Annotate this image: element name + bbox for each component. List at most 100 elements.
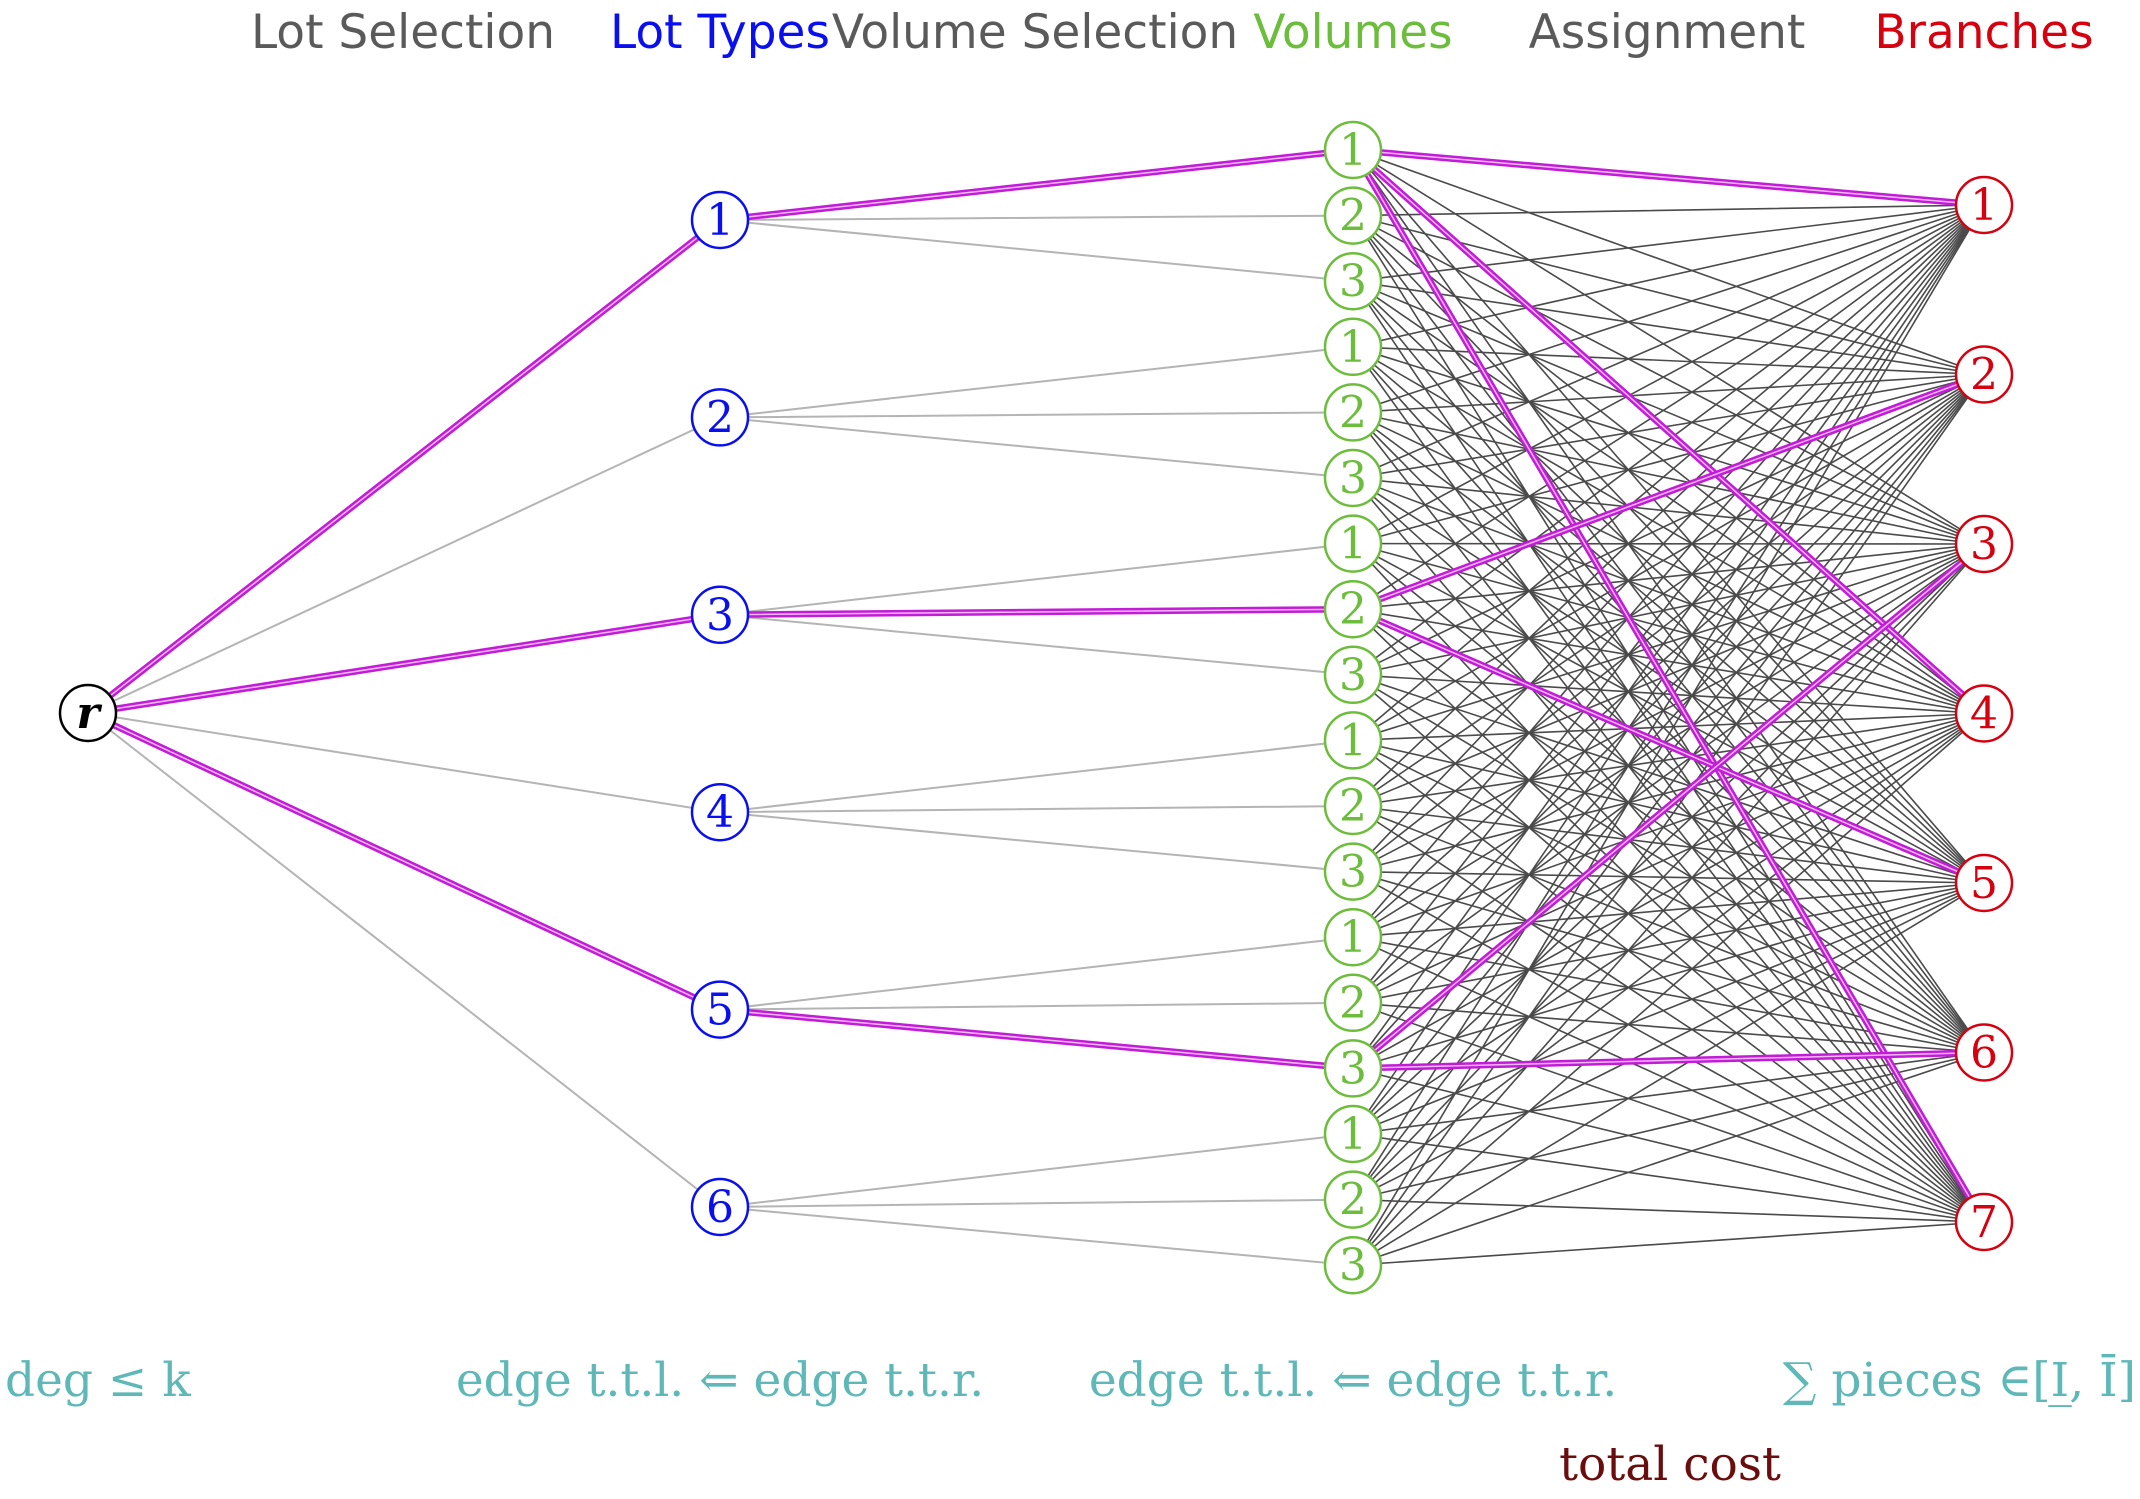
volume-node-label: 2 (1339, 584, 1367, 635)
edge-volume-10-branch-1 (1352, 204, 1985, 742)
edge-volume-8-branch-3 (1352, 543, 1985, 611)
volume-node-circle (1323, 842, 1383, 901)
volume-node: 2 (1323, 186, 1383, 245)
volume-node: 2 (1323, 579, 1383, 639)
edge-volume-12-branch-2 (1352, 373, 1985, 873)
lot-type-node-circle (690, 585, 750, 645)
selected-volume-8-branch-5-core (1352, 608, 1985, 884)
branch-node-circle (1954, 1192, 2014, 1252)
edge-volume-10-branch-6 (1352, 739, 1985, 1054)
selected-root-lot-5-core (87, 712, 721, 1011)
branch-node: 4 (1954, 684, 2014, 743)
header-volume-selection: Volume Selection (832, 5, 1238, 60)
branch-node-label: 4 (1970, 689, 1998, 740)
edge-volume-14-branch-1 (1352, 204, 1985, 1004)
edge-volume-16-branch-6 (1352, 1051, 1985, 1135)
edge-volume-6-branch-7 (1352, 477, 1985, 1223)
edge-volume-13-branch-2 (1352, 373, 1985, 939)
edge-volume-6-branch-3 (1352, 477, 1985, 545)
lot-type-node: 4 (690, 782, 750, 842)
edge-volume-9-branch-1 (1352, 204, 1985, 676)
branch-node-circle (1954, 175, 2014, 235)
branch-node-circle (1954, 853, 2014, 913)
lot-type-node: 1 (690, 190, 750, 250)
edge-volume-14-branch-5 (1352, 882, 1985, 1004)
edge-lot-6-volume-17 (719, 1198, 1354, 1208)
lot-type-node-label: 4 (706, 787, 734, 838)
lot-type-node-label: 2 (706, 392, 734, 443)
volume-node-label: 1 (1339, 912, 1367, 963)
constraint-pieces: ∑ pieces ∈[I̲, Ī] (1783, 1353, 2136, 1408)
edge-volume-12-branch-3 (1352, 543, 1985, 873)
edge-volume-17-branch-2 (1352, 373, 1985, 1201)
edge-volume-18-branch-2 (1352, 373, 1985, 1266)
edge-lot-3-volume-9 (719, 613, 1354, 676)
volume-node-label: 2 (1339, 1175, 1367, 1226)
branch-node-label: 6 (1970, 1028, 1998, 1079)
edge-volume-10-branch-7 (1352, 739, 1985, 1223)
edge-volume-4-branch-6 (1352, 345, 1985, 1054)
selected-volume-8-branch-2-core (1352, 373, 1985, 610)
edge-volume-14-branch-7 (1352, 1001, 1985, 1223)
volume-node-label: 3 (1339, 1240, 1367, 1291)
branch-node: 6 (1954, 1023, 2014, 1082)
volume-node-circle (1323, 251, 1383, 311)
edge-volume-12-branch-7 (1352, 870, 1985, 1223)
selected-root-lot-1-core (87, 219, 721, 714)
volume-node: 2 (1323, 383, 1383, 442)
edge-volume-7-branch-5 (1352, 542, 1985, 884)
edge-volume-17-branch-5 (1352, 882, 1985, 1201)
volume-node-circle (1323, 186, 1383, 245)
edge-volume-8-branch-7 (1352, 608, 1985, 1223)
gray-edges-layer (87, 214, 1354, 1267)
edge-volume-1-branch-6 (1352, 149, 1985, 1054)
volume-node: 3 (1323, 645, 1383, 705)
lot-type-node-label: 5 (706, 985, 734, 1036)
edge-volume-16-branch-2 (1352, 373, 1985, 1135)
branch-node: 1 (1954, 175, 2014, 235)
volume-node-circle (1323, 1039, 1383, 1098)
volume-node-label: 2 (1339, 387, 1367, 438)
edge-volume-4-branch-4 (1352, 345, 1985, 715)
edge-volume-13-branch-4 (1352, 712, 1985, 939)
edge-volume-11-branch-3 (1352, 543, 1985, 807)
edge-volume-10-branch-2 (1352, 373, 1985, 742)
edge-volume-18-branch-5 (1352, 882, 1985, 1266)
constraint-total-cost: total cost (1559, 1437, 1781, 1492)
volume-node: 1 (1323, 317, 1383, 377)
volume-node-circle (1323, 579, 1383, 639)
branch-node: 7 (1954, 1192, 2014, 1252)
volume-node: 3 (1323, 1235, 1383, 1295)
volume-node-label: 1 (1339, 519, 1367, 570)
edge-volume-11-branch-2 (1352, 373, 1985, 807)
volume-node: 3 (1323, 251, 1383, 311)
edge-lot-2-volume-6 (719, 416, 1354, 479)
volume-node-label: 1 (1339, 125, 1367, 176)
lot-type-node: 3 (690, 585, 750, 645)
edge-volume-12-branch-4 (1352, 712, 1985, 873)
selected-volume-15-branch-3-core (1352, 543, 1985, 1070)
edge-volume-13-branch-6 (1352, 936, 1985, 1054)
volume-node-label: 3 (1339, 453, 1367, 504)
edge-lot-6-volume-16 (719, 1133, 1354, 1208)
edge-volume-7-branch-1 (1352, 204, 1985, 545)
edge-volume-9-branch-7 (1352, 673, 1985, 1223)
volume-node-circle (1323, 645, 1383, 705)
edge-root-lot-2 (87, 416, 721, 714)
root-node-label: r (76, 688, 102, 739)
edge-volume-16-branch-7 (1352, 1133, 1985, 1223)
edge-lot-1-volume-3 (719, 219, 1354, 283)
edge-volume-11-branch-1 (1352, 204, 1985, 807)
edge-volume-4-branch-3 (1352, 345, 1985, 545)
edge-lot-3-volume-7 (719, 542, 1354, 616)
edge-volume-3-branch-7 (1352, 280, 1985, 1223)
edge-volume-18-branch-1 (1352, 204, 1985, 1266)
volume-node-circle (1323, 907, 1383, 967)
edge-volume-7-branch-2 (1352, 373, 1985, 545)
edge-lot-1-volume-2 (719, 214, 1354, 221)
edge-volume-17-branch-6 (1352, 1051, 1985, 1201)
branch-node-label: 5 (1970, 858, 1998, 909)
edge-root-lot-6 (87, 712, 721, 1208)
lot-type-node-label: 3 (706, 590, 734, 641)
